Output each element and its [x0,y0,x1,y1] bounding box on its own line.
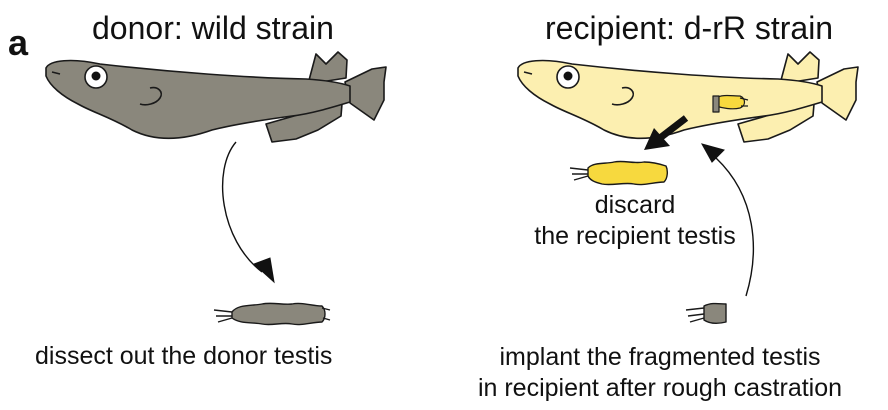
recipient-title: recipient: d-rR strain [545,10,833,47]
implant-caption-line2: in recipient after rough castration [440,373,880,404]
discard-caption-line1: discard [520,190,750,221]
donor-arrow-head [254,258,274,282]
donor-tail-fin [345,67,386,120]
implant-arrow-head [702,144,724,162]
dissect-caption: dissect out the donor testis [35,342,332,371]
donor-arrow-icon [223,142,274,282]
recipient-testis-icon [570,161,667,184]
recipient-pupil [564,72,573,81]
donor-fish-icon [46,52,386,142]
donor-testis-icon [214,303,330,324]
implant-caption-line1: implant the fragmented testis [440,342,880,373]
recipient-tail-fin [817,67,858,120]
donor-arrow-line [223,142,262,272]
discard-caption-line2: the recipient testis [520,221,750,252]
donor-title: donor: wild strain [92,10,334,47]
panel-letter: a [8,22,28,64]
fragment-testis-icon [686,304,726,324]
recipient-fish-icon [518,52,858,142]
implant-caption: implant the fragmented testis in recipie… [440,342,880,404]
discard-caption: discard the recipient testis [520,190,750,252]
donor-pupil [92,72,101,81]
